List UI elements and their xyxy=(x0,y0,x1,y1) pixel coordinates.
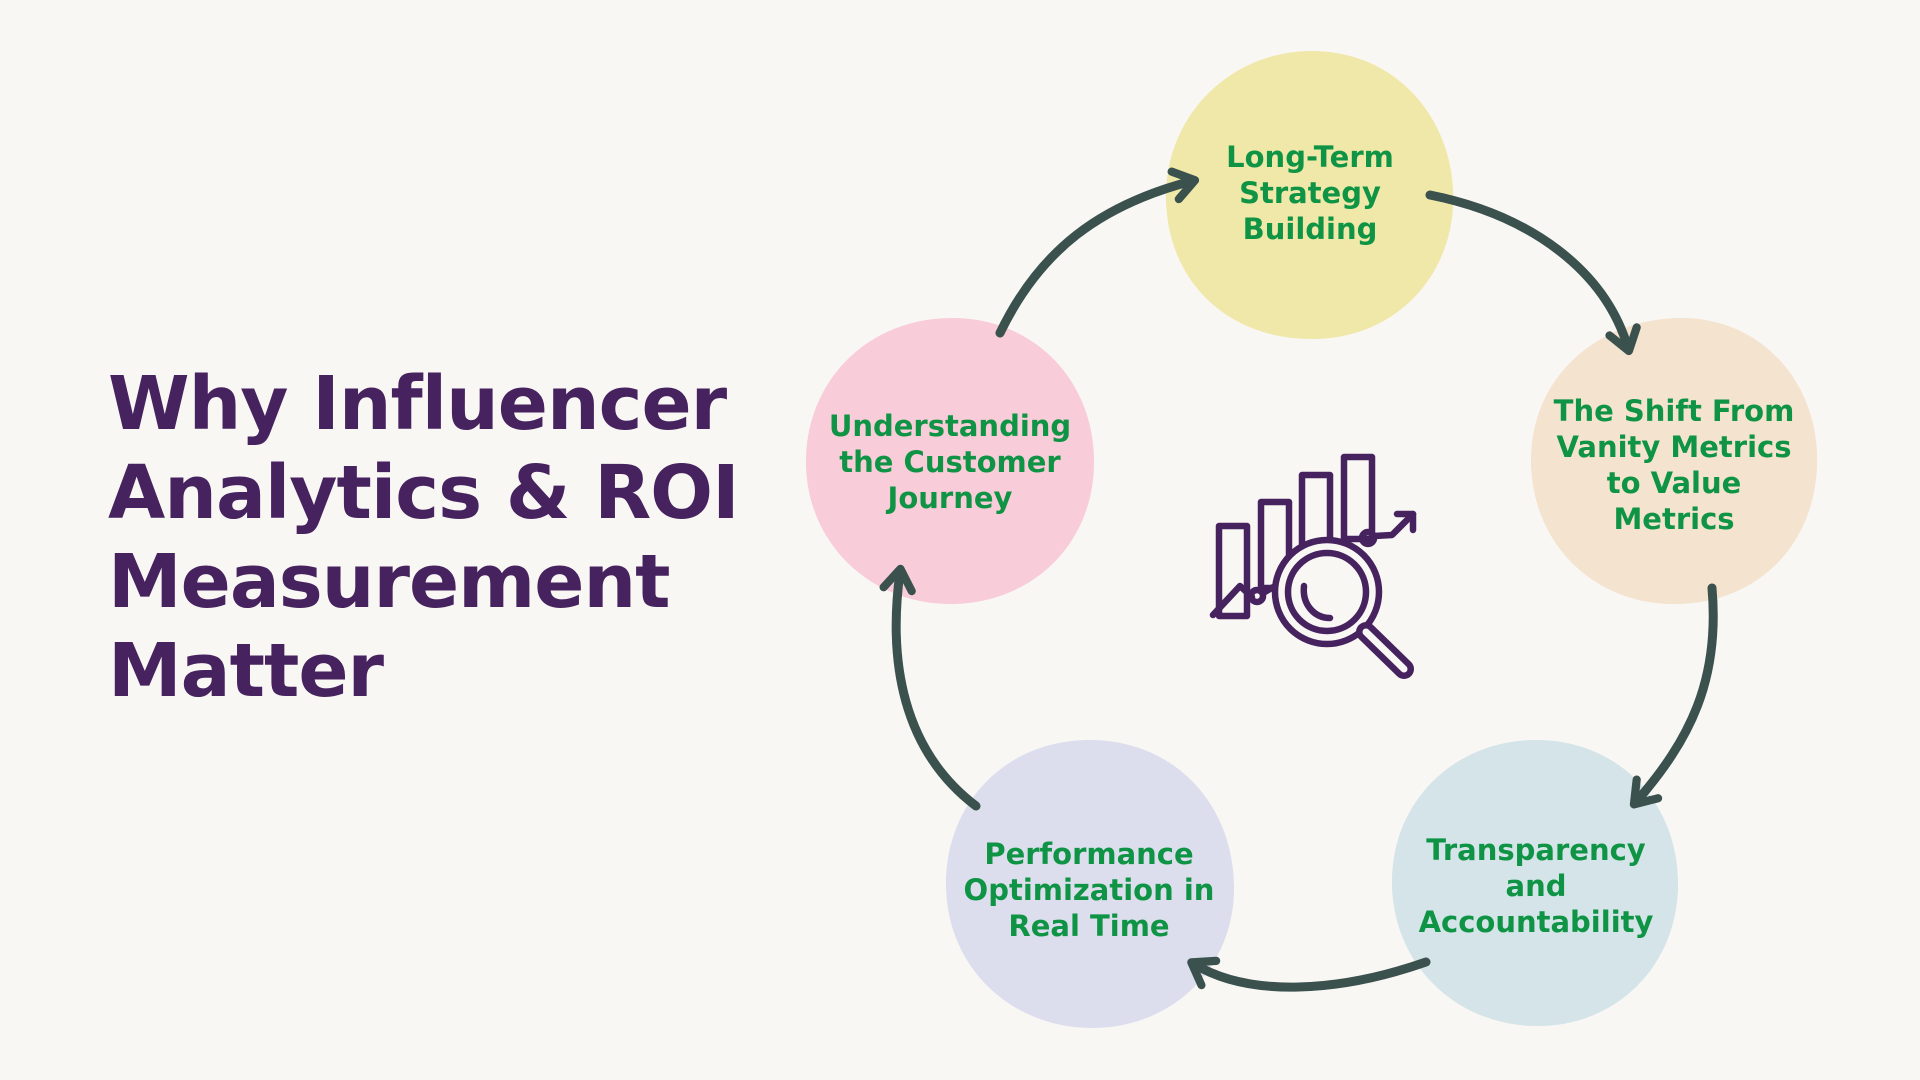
node-label-line: Strategy xyxy=(1239,176,1381,210)
bar-chart-magnifier-icon xyxy=(1209,453,1417,679)
node-label-line: Metrics xyxy=(1613,502,1735,536)
node-customer-journey: Understanding the Customer Journey xyxy=(820,408,1080,516)
arrow-journey-to-long-term xyxy=(995,167,1200,338)
node-blob-transparency xyxy=(1391,739,1679,1027)
node-performance: Performance Optimization in Real Time xyxy=(959,836,1219,944)
node-label-line: Accountability xyxy=(1418,905,1654,939)
node-label-line: to Value xyxy=(1606,466,1742,500)
arrow-long-term-to-vanity xyxy=(1425,190,1641,356)
node-blob-long-term xyxy=(1165,50,1454,340)
arrow-vanity-to-transparency xyxy=(1629,583,1718,809)
cycle-arrows xyxy=(879,167,1718,992)
node-label-line: Optimization in xyxy=(963,873,1215,907)
node-label-line: Performance xyxy=(984,837,1194,871)
node-blob-performance xyxy=(946,739,1235,1028)
node-long-term: Long-Term Strategy Building xyxy=(1180,139,1440,247)
node-label-line: Transparency xyxy=(1426,833,1646,867)
node-label-line: Vanity Metrics xyxy=(1556,430,1792,464)
title-line: Matter xyxy=(108,628,384,714)
title-line: Why Influencer xyxy=(108,361,727,447)
title-line: Analytics & ROI xyxy=(108,450,740,536)
arrow-performance-to-journey xyxy=(879,564,981,811)
node-label-line: and xyxy=(1505,869,1567,903)
title-line: Measurement xyxy=(108,539,671,625)
node-label-line: the Customer xyxy=(839,445,1061,479)
node-label-line: Real Time xyxy=(1008,909,1170,943)
node-blob-customer-journey xyxy=(805,318,1094,604)
page-title: Why Influencer Analytics & ROI Measureme… xyxy=(108,360,788,716)
node-label-line: Understanding xyxy=(828,409,1072,443)
node-label-line: Building xyxy=(1242,212,1378,246)
node-label-line: The Shift From xyxy=(1553,394,1795,428)
node-transparency: Transparency and Accountability xyxy=(1406,832,1666,940)
node-blob-vanity-to-value xyxy=(1530,317,1818,605)
node-vanity-to-value: The Shift From Vanity Metrics to Value M… xyxy=(1544,393,1804,537)
arrow-transparency-to-performance xyxy=(1187,956,1431,992)
node-label-line: Long-Term xyxy=(1226,140,1394,174)
node-label-line: Journey xyxy=(887,481,1013,515)
